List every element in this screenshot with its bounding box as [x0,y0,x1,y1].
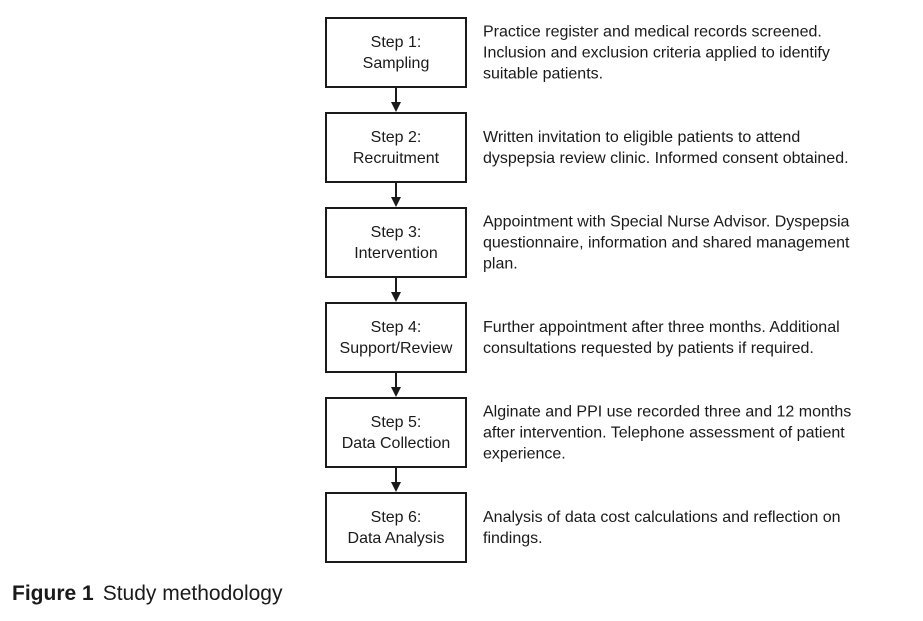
figure-caption-label: Figure 1 [12,582,94,605]
step-title: Data Collection [341,434,451,452]
step-box-4: Step 4: Support/Review [325,302,467,373]
step-box-2: Step 2: Recruitment [325,112,467,183]
figure-caption-title: Study methodology [102,582,283,605]
arrow-shaft [395,373,397,387]
step-description: Appointment with Special Nurse Advisor. … [483,213,850,272]
arrow-shaft [395,88,397,102]
step-description: Alginate and PPI use recorded three and … [483,403,852,462]
step-title: Recruitment [352,149,440,167]
step-description: Written invitation to eligible patients … [483,128,849,167]
step-number: Step 6: [370,508,422,526]
step-description: Analysis of data cost calculations and r… [483,508,841,547]
figure-caption: Figure 1 Study methodology [12,581,282,607]
step-description: Practice register and medical records sc… [483,23,830,82]
step-description: Further appointment after three months. … [483,318,840,357]
flow-step-row-3: Step 3: Intervention Appointment with Sp… [325,207,923,278]
arrow-head [391,292,401,302]
flow-step-row-4: Step 4: Support/Review Further appointme… [325,302,923,373]
step-title: Data Analysis [347,529,445,547]
step-title: Support/Review [339,339,453,357]
step-box-1: Step 1: Sampling [325,17,467,88]
arrow-head [391,387,401,397]
arrow-head [391,197,401,207]
flow-step-row-5: Step 5: Data Collection Alginate and PPI… [325,397,923,468]
flow-step-row-6: Step 6: Data Analysis Analysis of data c… [325,492,923,563]
step-box-3: Step 3: Intervention [325,207,467,278]
step-title: Sampling [362,54,430,72]
step-number: Step 5: [370,413,422,431]
arrow-down-icon [390,278,402,302]
arrow-shaft [395,278,397,292]
step-number: Step 2: [370,128,422,146]
arrow-down-icon [390,183,402,207]
arrow-head [391,482,401,492]
step-box-6: Step 6: Data Analysis [325,492,467,563]
arrow-shaft [395,183,397,197]
flow-step-row-2: Step 2: Recruitment Written invitation t… [325,112,923,183]
step-number: Step 4: [370,318,422,336]
step-title: Intervention [354,244,438,262]
arrow-head [391,102,401,112]
arrow-down-icon [390,88,402,112]
arrow-down-icon [390,373,402,397]
flow-step-row-1: Step 1: Sampling Practice register and m… [325,17,923,88]
step-number: Step 3: [370,223,422,241]
arrow-shaft [395,468,397,482]
arrow-down-icon [390,468,402,492]
step-box-5: Step 5: Data Collection [325,397,467,468]
step-number: Step 1: [370,33,422,51]
